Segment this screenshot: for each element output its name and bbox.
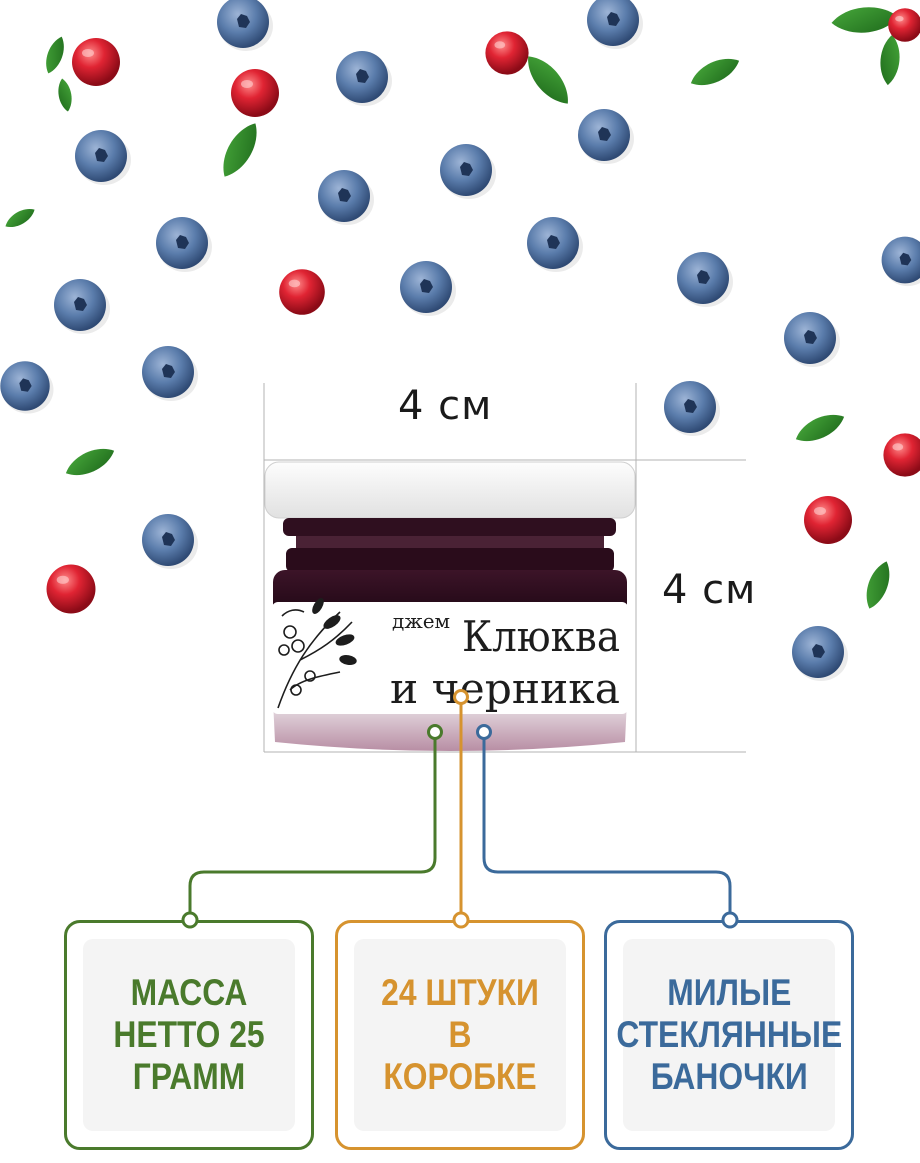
jar-label-line2: и черника xyxy=(390,664,620,713)
connector-blue xyxy=(482,732,732,920)
feature-text-weight: МАССА НЕТТО 25 ГРАММ xyxy=(113,972,265,1097)
jar-label-line1: Клюква xyxy=(462,612,620,661)
feature-text-box-count: 24 ШТУКИ В КОРОБКЕ xyxy=(381,972,539,1097)
feature-card-glass-jars: МИЛЫЕ СТЕКЛЯННЫЕ БАНОЧКИ xyxy=(604,920,854,1150)
feature-card-weight: МАССА НЕТТО 25 ГРАММ xyxy=(64,920,314,1150)
jar-label-prefix: джем xyxy=(392,609,450,633)
feature-card-box-count: 24 ШТУКИ В КОРОБКЕ xyxy=(335,920,585,1150)
feature-text-glass-jars: МИЛЫЕ СТЕКЛЯННЫЕ БАНОЧКИ xyxy=(616,972,842,1097)
height-dimension-label: 4 см xyxy=(662,567,757,613)
width-dimension-label: 4 см xyxy=(398,383,493,429)
jar-label: джем Клюква и черника xyxy=(272,598,628,714)
berry-sprig-illustration xyxy=(277,598,357,709)
connector-green xyxy=(188,732,437,920)
